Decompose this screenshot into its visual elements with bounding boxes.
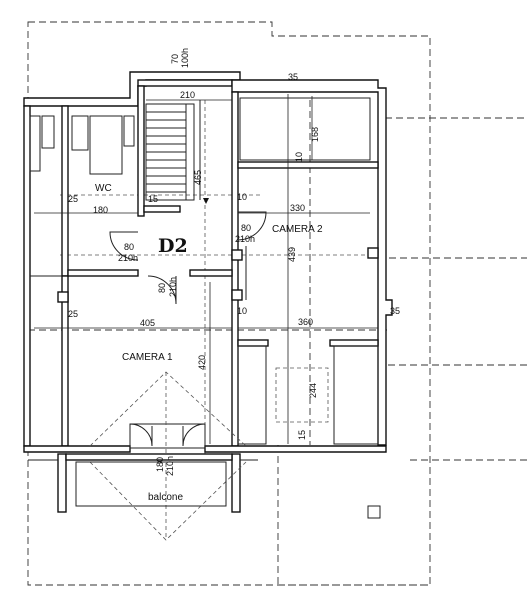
dim-25-mid: 25 — [68, 309, 78, 319]
wc-width: 180 — [93, 205, 108, 215]
dim-25-top: 25 — [68, 194, 78, 204]
dim-35-right: 35 — [390, 306, 400, 316]
stair-width: 210 — [180, 90, 195, 100]
dim-244: 244 — [308, 383, 318, 398]
camera2-height: 439 — [287, 247, 297, 262]
door-b-height: 210h — [118, 253, 138, 263]
storage-cabinet — [239, 97, 371, 161]
wardrobes — [237, 345, 379, 445]
room-label-wc: WC — [95, 183, 112, 194]
walls — [23, 71, 393, 513]
doors — [109, 211, 267, 449]
door-a-width: 80 — [241, 223, 251, 233]
room-label-balcone: balcone — [148, 492, 183, 503]
camera1-height: 420 — [197, 355, 207, 370]
door-c-width: 80 — [157, 283, 167, 293]
top-window-width: 70 — [170, 54, 180, 64]
dimension-lines — [34, 94, 378, 444]
dim-168: 168 — [310, 127, 320, 142]
fixtures-left — [29, 115, 135, 277]
camera2-width: 330 — [290, 203, 305, 213]
camera2-lower-width: 360 — [298, 317, 313, 327]
dashed-outlines — [27, 21, 527, 586]
unit-label: D2 — [158, 235, 188, 257]
staircase — [145, 100, 209, 204]
dim-10-c: 10 — [237, 306, 247, 316]
dim-15-bottom: 15 — [297, 430, 307, 440]
door-b-width: 80 — [124, 242, 134, 252]
room-label-camera-2: CAMERA 2 — [272, 224, 323, 235]
door-c-height: 210h — [168, 277, 178, 297]
balcony-door-height: 210h — [165, 456, 175, 476]
room-label-camera-1: CAMERA 1 — [122, 352, 173, 363]
dim-10-top: 10 — [294, 152, 304, 162]
dim-15: 15 — [148, 194, 158, 204]
vent-square — [367, 505, 381, 519]
top-window-height: 100h — [180, 48, 190, 68]
stair-height: 465 — [193, 170, 203, 185]
dim-10-a: 10 — [237, 192, 247, 202]
dim-35-top: 35 — [288, 72, 298, 82]
camera1-width: 405 — [140, 318, 155, 328]
door-a-height: 210h — [235, 234, 255, 244]
balcony-door-width: 180 — [155, 457, 165, 472]
balcony — [28, 453, 258, 507]
